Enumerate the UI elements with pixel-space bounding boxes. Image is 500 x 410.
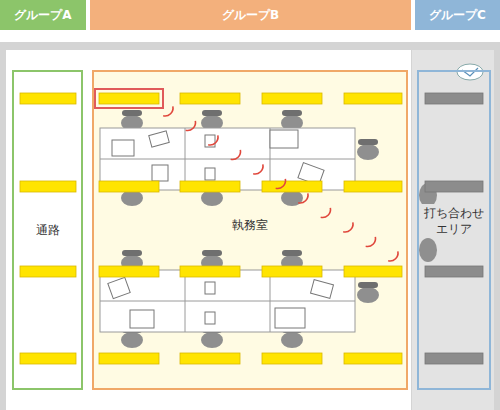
- signal-waves: [163, 106, 398, 261]
- signal-arc: [321, 208, 331, 218]
- group-band: グループB: [90, 0, 411, 30]
- signal-arc: [186, 121, 196, 131]
- desks: [100, 128, 355, 332]
- region-label: 執務室: [230, 216, 270, 234]
- signal-arc: [163, 106, 173, 116]
- lighting-bars: [20, 93, 483, 364]
- selected-bar: [95, 89, 163, 108]
- group-band: グループA: [0, 0, 86, 30]
- floor-ground: [6, 50, 411, 410]
- signal-arc: [298, 193, 308, 203]
- signal-arc: [253, 164, 263, 174]
- meeting-ground: [412, 50, 494, 410]
- group-band: グループC: [415, 0, 500, 30]
- region-label: 打ち合わせ エリア: [420, 204, 488, 238]
- region-label: グループA: [14, 7, 71, 23]
- desk-items: [108, 130, 334, 328]
- signal-arc: [388, 251, 398, 261]
- region-label: グループC: [429, 7, 486, 23]
- meeting-region: 打ち合わせ エリア: [417, 70, 491, 390]
- region-label: グループB: [222, 7, 279, 23]
- signal-arc: [231, 150, 241, 160]
- signal-arc: [208, 135, 218, 145]
- signal-arc: [276, 179, 286, 189]
- cloud-icon: [457, 64, 483, 80]
- signal-arc: [343, 222, 353, 232]
- aisle-region: 通路: [12, 70, 83, 390]
- signal-arc: [366, 237, 376, 247]
- floor-frame: [0, 42, 500, 410]
- office-region: 執務室: [92, 70, 408, 390]
- region-label: 通路: [34, 221, 62, 239]
- office-ground: [93, 71, 407, 389]
